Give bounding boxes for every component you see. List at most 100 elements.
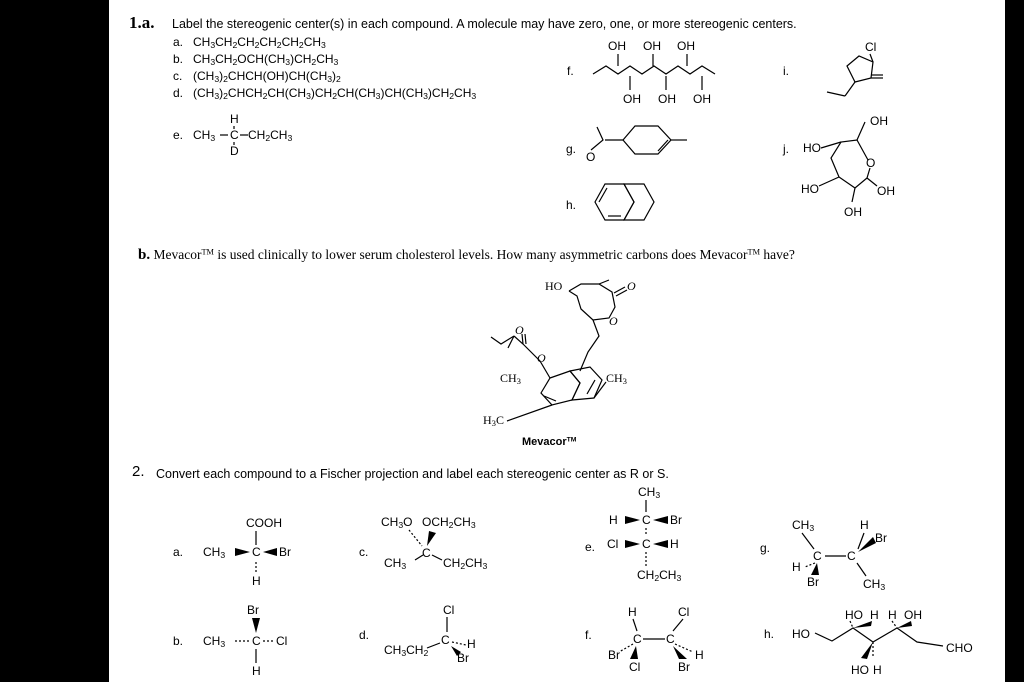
q1g-o: O (586, 150, 596, 164)
q1f-letter: f. (567, 64, 574, 78)
q2f-h-right: H (695, 648, 704, 662)
q2f-c1: C (633, 632, 642, 646)
q2f-br-bottom: Br (678, 660, 690, 674)
q2d-right: H (467, 637, 476, 651)
q2b-top: Br (247, 603, 259, 617)
q2a-left: CH3 (203, 545, 226, 561)
q2b-bonds (235, 618, 275, 663)
mev-bonds (490, 279, 628, 422)
q1-formula-letter: b. (173, 52, 184, 66)
q1j-ch2oh: OH (870, 114, 888, 128)
q2h-cho: CHO (946, 641, 973, 655)
q2h-ho-left: HO (792, 627, 810, 641)
q1b-letter: b. (138, 247, 151, 263)
q1h-structure (594, 183, 655, 221)
q1b-prompt: b. Mevacor TM is used clinically to lower… (138, 246, 795, 264)
q2f-h-top: H (628, 605, 637, 619)
q2d-bonds (426, 617, 467, 656)
q2g-ch3-bottom: CH3 (863, 577, 886, 593)
q2b-right: Cl (276, 634, 288, 648)
q1b-tm-2: TM (747, 247, 761, 257)
q2f-cl-bottom: Cl (629, 660, 641, 674)
mev-ho: HO (545, 279, 563, 293)
q2h-letter: h. (764, 627, 775, 641)
q1j-letter: j. (783, 142, 789, 156)
q1e-left: CH3 (193, 128, 216, 144)
q2e-r1-left: H (609, 513, 618, 527)
q1g-structure (590, 125, 687, 155)
q1f-oh-bottom-2: OH (658, 92, 676, 106)
q2a-bottom: H (252, 574, 261, 588)
q2g-h-left: H (792, 560, 801, 574)
q1f-oh-top-1: OH (608, 39, 626, 53)
q1f-oh-top-2: OH (643, 39, 661, 53)
q2g-h-top: H (860, 518, 869, 532)
q2h-top-2: H (870, 608, 879, 622)
q2f-br-left: Br (608, 648, 620, 662)
q2d-top: Cl (443, 603, 455, 617)
q2c-bonds (408, 529, 443, 561)
q1f-oh-bottom-1: OH (623, 92, 641, 106)
q1j-oh-right: OH (877, 184, 895, 198)
q1-formula-row: c. (CH3)2CHCH(OH)CH(CH3)2 (173, 69, 341, 83)
q2a-bonds (235, 531, 277, 574)
mev-ch3-right: CH3 (606, 371, 627, 387)
q2c-right: CH2CH3 (443, 556, 488, 572)
q2c-left: CH3 (384, 556, 407, 572)
q1e-letter: e. (173, 128, 184, 142)
q2e-top: CH3 (638, 485, 661, 501)
q2-number: 2. (132, 463, 145, 480)
q2a-right: Br (279, 545, 291, 559)
mev-o-ring: O (609, 314, 618, 328)
q1-number: 1.a. (129, 13, 155, 32)
q1-formula-letter: a. (173, 35, 184, 49)
q1-formula-text: CH3CH2CH2CH2CH2CH3 (193, 35, 326, 51)
q1e-bottom: D (230, 144, 239, 158)
q1g-letter: g. (566, 142, 577, 156)
q2b-center: C (252, 634, 261, 648)
q2e-r1-c: C (642, 513, 651, 527)
q2f-c2: C (666, 632, 675, 646)
q2a-center: C (252, 545, 261, 559)
mev-h3c: H3C (483, 413, 504, 429)
q1h-letter: h. (566, 198, 577, 212)
q1f-oh-top-3: OH (677, 39, 695, 53)
q1b-prompt-part1: Mevacor (153, 247, 202, 262)
q2f-cl-top: Cl (678, 605, 690, 619)
q1j-ring (818, 121, 878, 203)
q1j-ho-top: HO (803, 141, 821, 155)
q2d-bottom: Br (457, 651, 469, 665)
q2a-top: COOH (246, 516, 282, 530)
q1-formula-text: (CH3)2CHCH2CH(CH3)CH2CH(CH3)CH(CH3)CH2CH… (193, 86, 477, 102)
q1-formula-text: CH3CH2OCH(CH3)CH2CH3 (193, 52, 339, 68)
q1i-cl: Cl (865, 40, 877, 54)
q2g-letter: g. (760, 541, 771, 555)
mev-o-ester-dbl: O (515, 323, 524, 337)
mev-name-tm: TM (566, 436, 577, 444)
q1e-bonds (220, 126, 248, 145)
q1e-center: C (230, 128, 239, 142)
q1-formula-text: (CH3)2CHCH(OH)CH(CH3)2 (193, 69, 341, 85)
q2h-top-3: H (888, 608, 897, 622)
q1-formula-row: b. CH3CH2OCH(CH3)CH2CH3 (173, 52, 338, 66)
q2c-letter: c. (359, 545, 369, 559)
q1j-ring-o: O (866, 156, 876, 170)
q1-title: Label the stereogenic center(s) in each … (172, 17, 797, 31)
q1-formula-letter: c. (173, 69, 183, 83)
q2c-top-left: CH3O (381, 515, 413, 531)
q2a-letter: a. (173, 545, 184, 559)
q2g-br-right: Br (875, 531, 887, 545)
q1j-ho-bottom: HO (801, 182, 819, 196)
q1b-prompt-part2: is used clinically to lower serum choles… (214, 247, 748, 262)
q1e-right: CH2CH3 (248, 128, 293, 144)
q2e-r2-left: Cl (607, 537, 619, 551)
q2e-r1-right: Br (670, 513, 682, 527)
q2e-bonds (625, 500, 668, 567)
q2d-letter: d. (359, 628, 370, 642)
q2f-bonds (618, 618, 694, 659)
q2e-r2-right: H (670, 537, 679, 551)
q2b-letter: b. (173, 634, 184, 648)
q1-formula-letter: d. (173, 86, 184, 100)
q2e-r2-c: C (642, 537, 651, 551)
q2e-letter: e. (585, 540, 596, 554)
